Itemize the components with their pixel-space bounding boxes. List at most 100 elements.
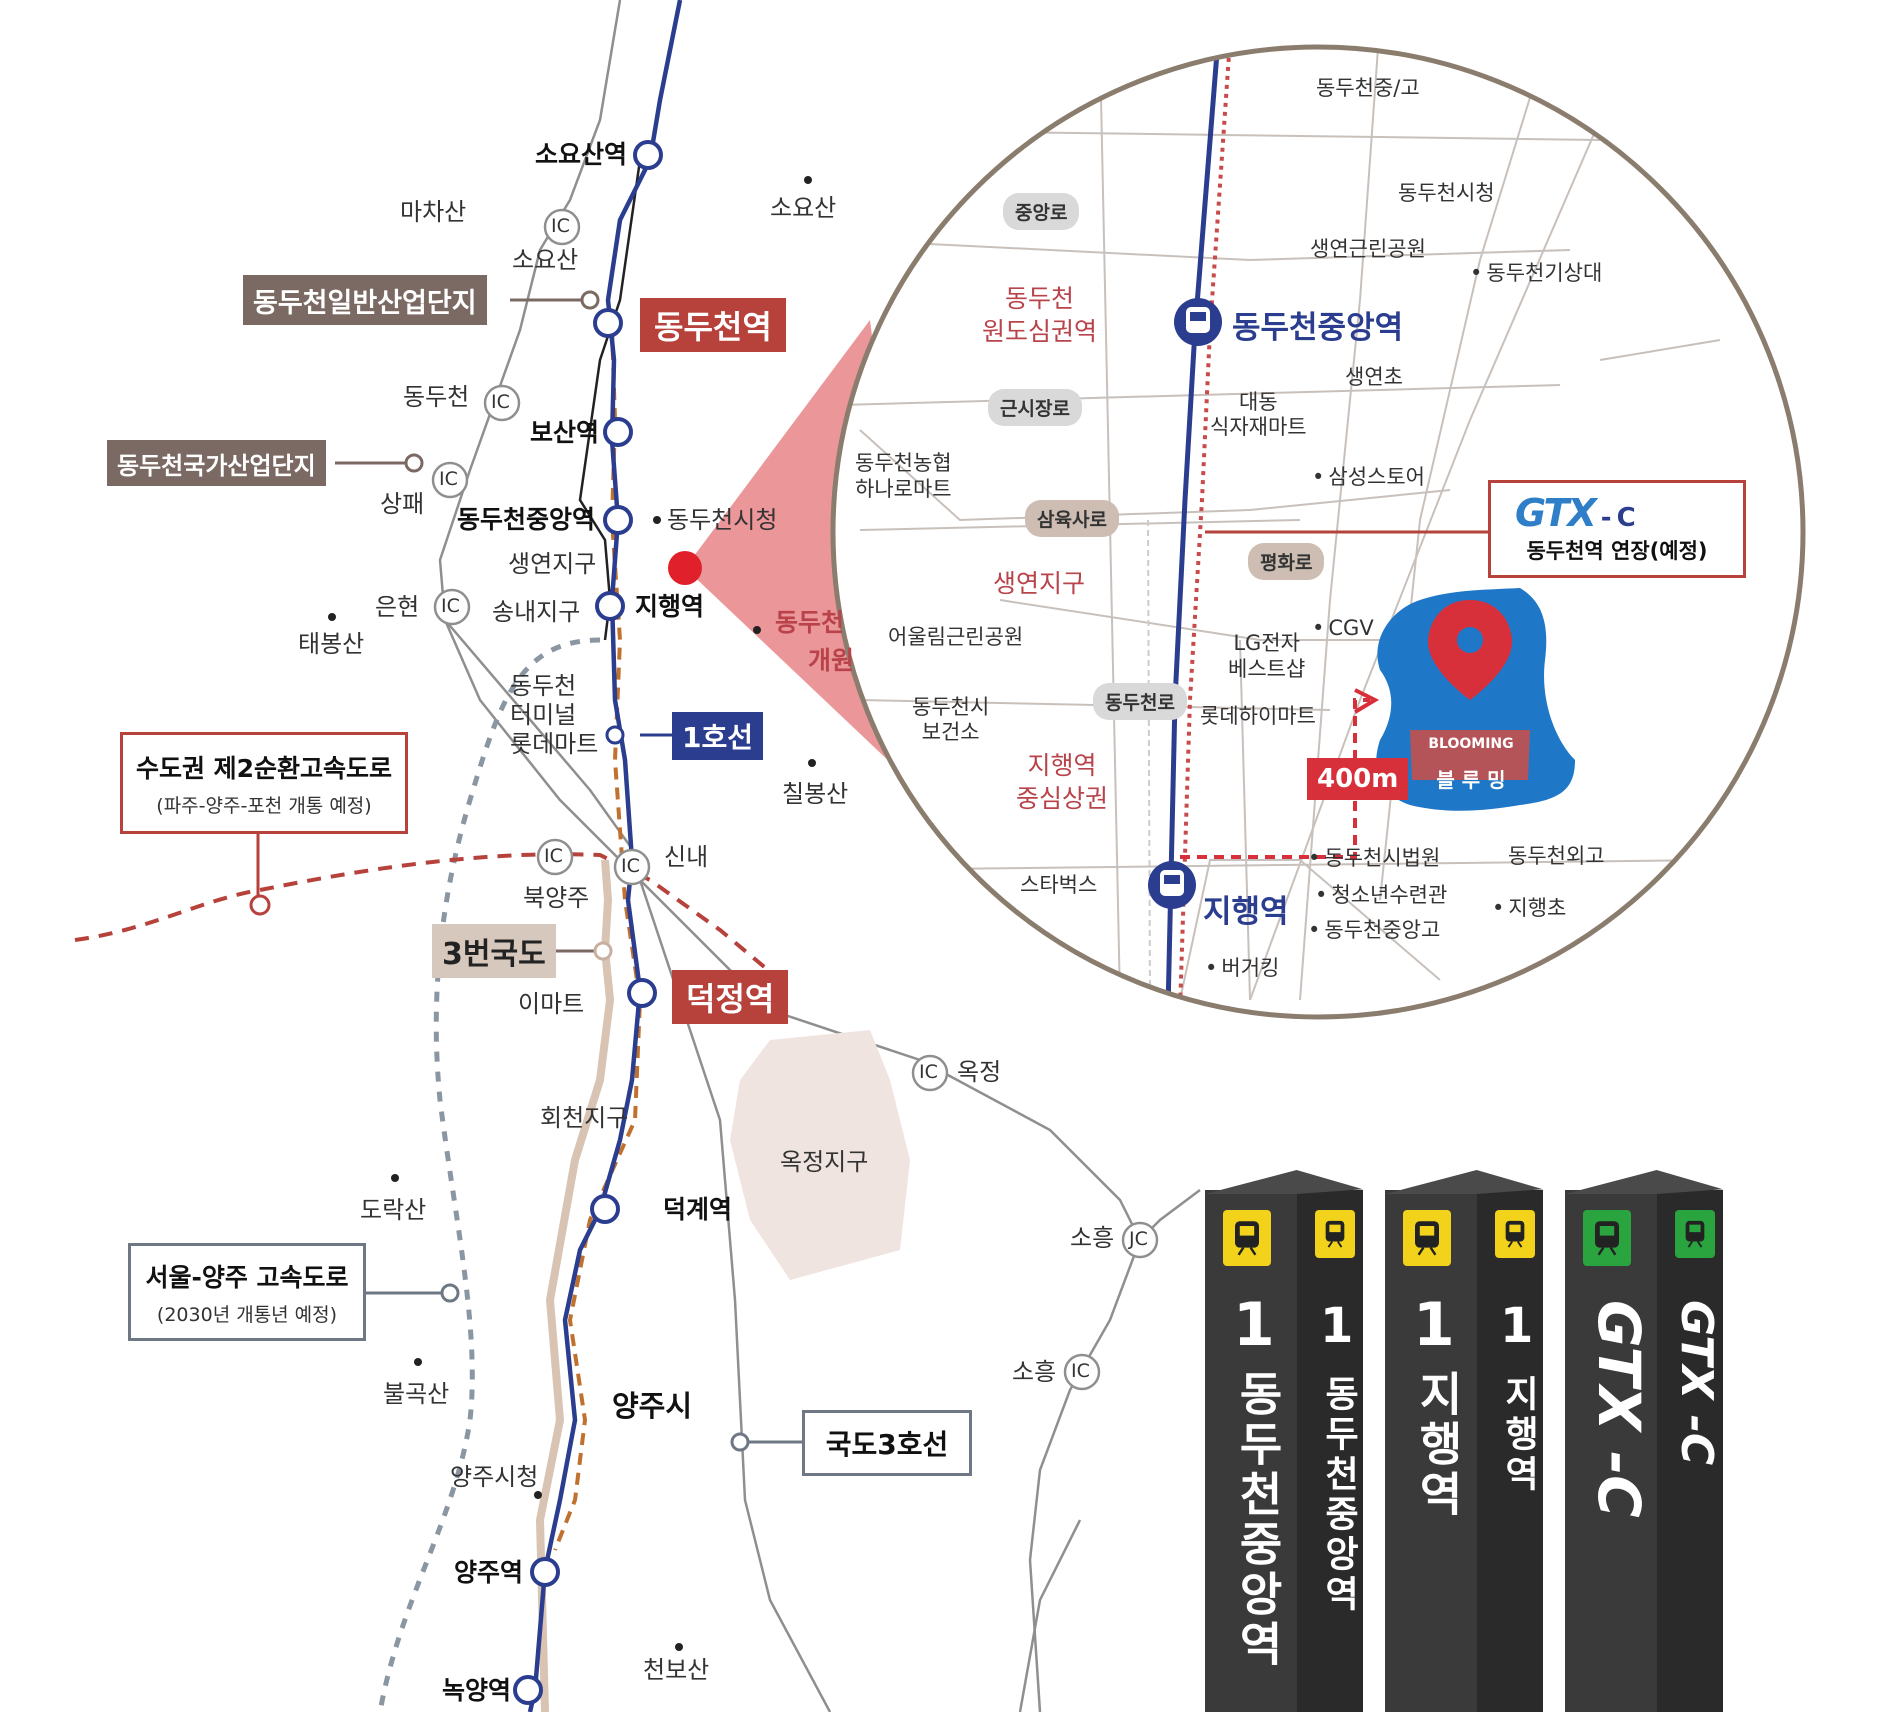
box-connectors <box>335 298 600 953</box>
ic-label: IC <box>551 215 570 237</box>
station-marker-nogyang[interactable] <box>513 1675 543 1705</box>
inset-road-jungang: 중앙로 <box>1003 193 1080 230</box>
station-marker-jihaeng[interactable] <box>595 591 625 621</box>
inset-place-weather: 동두천기상대 <box>1470 263 1602 284</box>
pillar-gtx-label: GTX -C <box>1585 1300 1653 1518</box>
inset-road-pyeonghwa: 평화로 <box>1248 543 1325 580</box>
label-dongducheon-partial: 동두천 <box>775 608 845 637</box>
inset-place-youth: 청소년수련관 <box>1315 885 1447 906</box>
ring-pin <box>249 894 271 916</box>
ic-label: IC <box>1071 1360 1090 1382</box>
gtx-c-callout[interactable]: GTX- C 동두천역 연장(예정) <box>1488 480 1746 578</box>
inset-station-jihaeng[interactable]: 지행역 <box>1203 894 1289 930</box>
box-ring-expressway[interactable]: 수도권 제2순환고속도로 (파주-양주-포천 개통 예정) <box>120 732 408 834</box>
station-label-bosan[interactable]: 보산역 <box>530 418 600 447</box>
box-national-route3[interactable]: 국도3호선 <box>802 1410 972 1476</box>
label-machasan: 마차산 <box>400 198 467 226</box>
station-label-yangju[interactable]: 양주역 <box>454 1558 524 1587</box>
label-soyosan-ic: 소요산 <box>512 246 579 274</box>
station-marker-deokjeong[interactable] <box>627 978 657 1008</box>
inset-distance-badge: 400m <box>1307 758 1409 800</box>
inset-station-jungang[interactable]: 동두천중앙역 <box>1232 310 1404 346</box>
inset-ring <box>830 44 1806 1020</box>
route3-road <box>535 949 615 1712</box>
label-eunhyeon: 은현 <box>375 593 420 621</box>
station-marker-bosan[interactable] <box>603 417 633 447</box>
box-deokjeong-station[interactable]: 덕정역 <box>672 970 789 1024</box>
label-terminal-lotte: 동두천 터미널 롯데마트 <box>510 672 599 758</box>
station-label-jungang[interactable]: 동두천중앙역 <box>457 505 596 534</box>
box-dongducheon-station[interactable]: 동두천역 <box>640 298 786 352</box>
inset-road-gunsijang: 근시장로 <box>988 389 1082 426</box>
blooming-en-label: BLOOMING <box>1428 736 1514 752</box>
inset-place-daedong: 대동 식자재마트 <box>1210 390 1307 440</box>
ic-label: IC <box>544 845 563 867</box>
national3-title: 국도3호선 <box>825 1428 949 1461</box>
pillar-top <box>1385 1170 1543 1194</box>
inset-district-jihaeng: 지행역 중심상권 <box>1016 751 1109 813</box>
station-marker-soyosan[interactable] <box>633 140 663 170</box>
inset-place-jungang-high: 동두천중앙고 <box>1308 920 1440 941</box>
jc-label: JC <box>1129 1228 1148 1250</box>
ring-expressway <box>74 852 782 982</box>
label-yangjusi: 양주시 <box>612 1389 693 1423</box>
inset-place-cgv: CGV <box>1312 618 1373 639</box>
seoul-yangju-subtitle: (2030년 개통년 예정) <box>156 1303 338 1326</box>
pillar-front-face <box>1205 1190 1297 1712</box>
station-marker-yangju[interactable] <box>530 1557 560 1587</box>
inset-place-health-center: 동두천시 보건소 <box>912 695 990 745</box>
station-label-nogyang[interactable]: 녹양역 <box>442 1676 512 1705</box>
seoul-yangju-expressway <box>377 637 601 1712</box>
inset-place-school-top: 동두천중/고 <box>1316 76 1420 100</box>
label-chilbongsan: 칠봉산 <box>782 780 849 808</box>
label-saengyeon-jigu: 생연지구 <box>508 550 597 578</box>
inset-place-eoullim: 어울림근린공원 <box>888 625 1024 649</box>
inset-place-jihaeng-elem: 지행초 <box>1492 898 1566 919</box>
pillar-line-number: 1 <box>1233 1290 1275 1360</box>
station-label-soyosan[interactable]: 소요산역 <box>535 140 628 169</box>
box-line1[interactable]: 1호선 <box>672 712 764 760</box>
blooming-banner <box>1410 730 1530 780</box>
label-songnae-jigu: 송내지구 <box>492 598 581 626</box>
pillar-side-line-number: 1 <box>1500 1298 1534 1354</box>
station-label-deokgye[interactable]: 덕계역 <box>663 1195 733 1224</box>
pillar-side-station-name: 동두천중앙역 <box>1318 1375 1359 1615</box>
label-bulgok: 불곡산 <box>383 1380 450 1408</box>
ic-label: IC <box>491 391 510 413</box>
inset-road-dongducheon: 동두천로 <box>1093 683 1187 720</box>
inset-place-oego: 동두천외고 <box>1508 844 1605 868</box>
pillar-top <box>1565 1170 1723 1194</box>
box-seoul-yangju-expressway[interactable]: 서울-양주 고속도로 (2030년 개통년 예정) <box>128 1243 366 1341</box>
pillar-side-station-name: 지행역 <box>1498 1375 1539 1495</box>
box-route3[interactable]: 3번국도 <box>432 924 556 978</box>
inset-place-court: 동두천시법원 <box>1308 848 1440 869</box>
inset-place-lg: LG전자 베스트샵 <box>1228 631 1306 682</box>
gtx-note: 동두천역 연장(예정) <box>1526 539 1708 563</box>
route3-pin <box>593 941 613 961</box>
train-icon <box>1403 1210 1451 1266</box>
inset-district-wondo: 동두천 원도심권역 <box>982 284 1098 346</box>
label-hoecheon: 회천지구 <box>540 1104 629 1132</box>
box-gukga-sandan[interactable]: 동두천국가산업단지 <box>107 440 326 486</box>
label-soheung-ic: 소흥 <box>1012 1358 1057 1386</box>
ilban-sandan-pin <box>580 290 600 310</box>
ic-markers <box>431 208 1159 1391</box>
station-marker-jungang[interactable] <box>603 505 633 535</box>
poi-dots <box>328 176 816 1651</box>
pillar-side-face <box>1657 1190 1723 1712</box>
label-cheonbosan: 천보산 <box>643 1656 710 1684</box>
label-dongducheon-ic: 동두천 <box>403 383 470 411</box>
train-icon <box>1495 1210 1535 1258</box>
label-taebongsan: 태봉산 <box>298 630 365 658</box>
station-marker-dongducheon[interactable] <box>593 308 623 338</box>
station-marker-deokgye[interactable] <box>590 1194 620 1224</box>
inset-place-city-hall: 동두천시청 <box>1398 181 1495 205</box>
station-label-jihaeng[interactable]: 지행역 <box>635 592 705 621</box>
ring-title: 수도권 제2순환고속도로 <box>135 753 393 783</box>
inset-line1 <box>1165 47 1221 1011</box>
box-ilban-sandan[interactable]: 동두천일반산업단지 <box>243 275 487 325</box>
gtx-logo-suffix: - C <box>1600 503 1636 533</box>
site-location-dot[interactable] <box>668 551 702 585</box>
